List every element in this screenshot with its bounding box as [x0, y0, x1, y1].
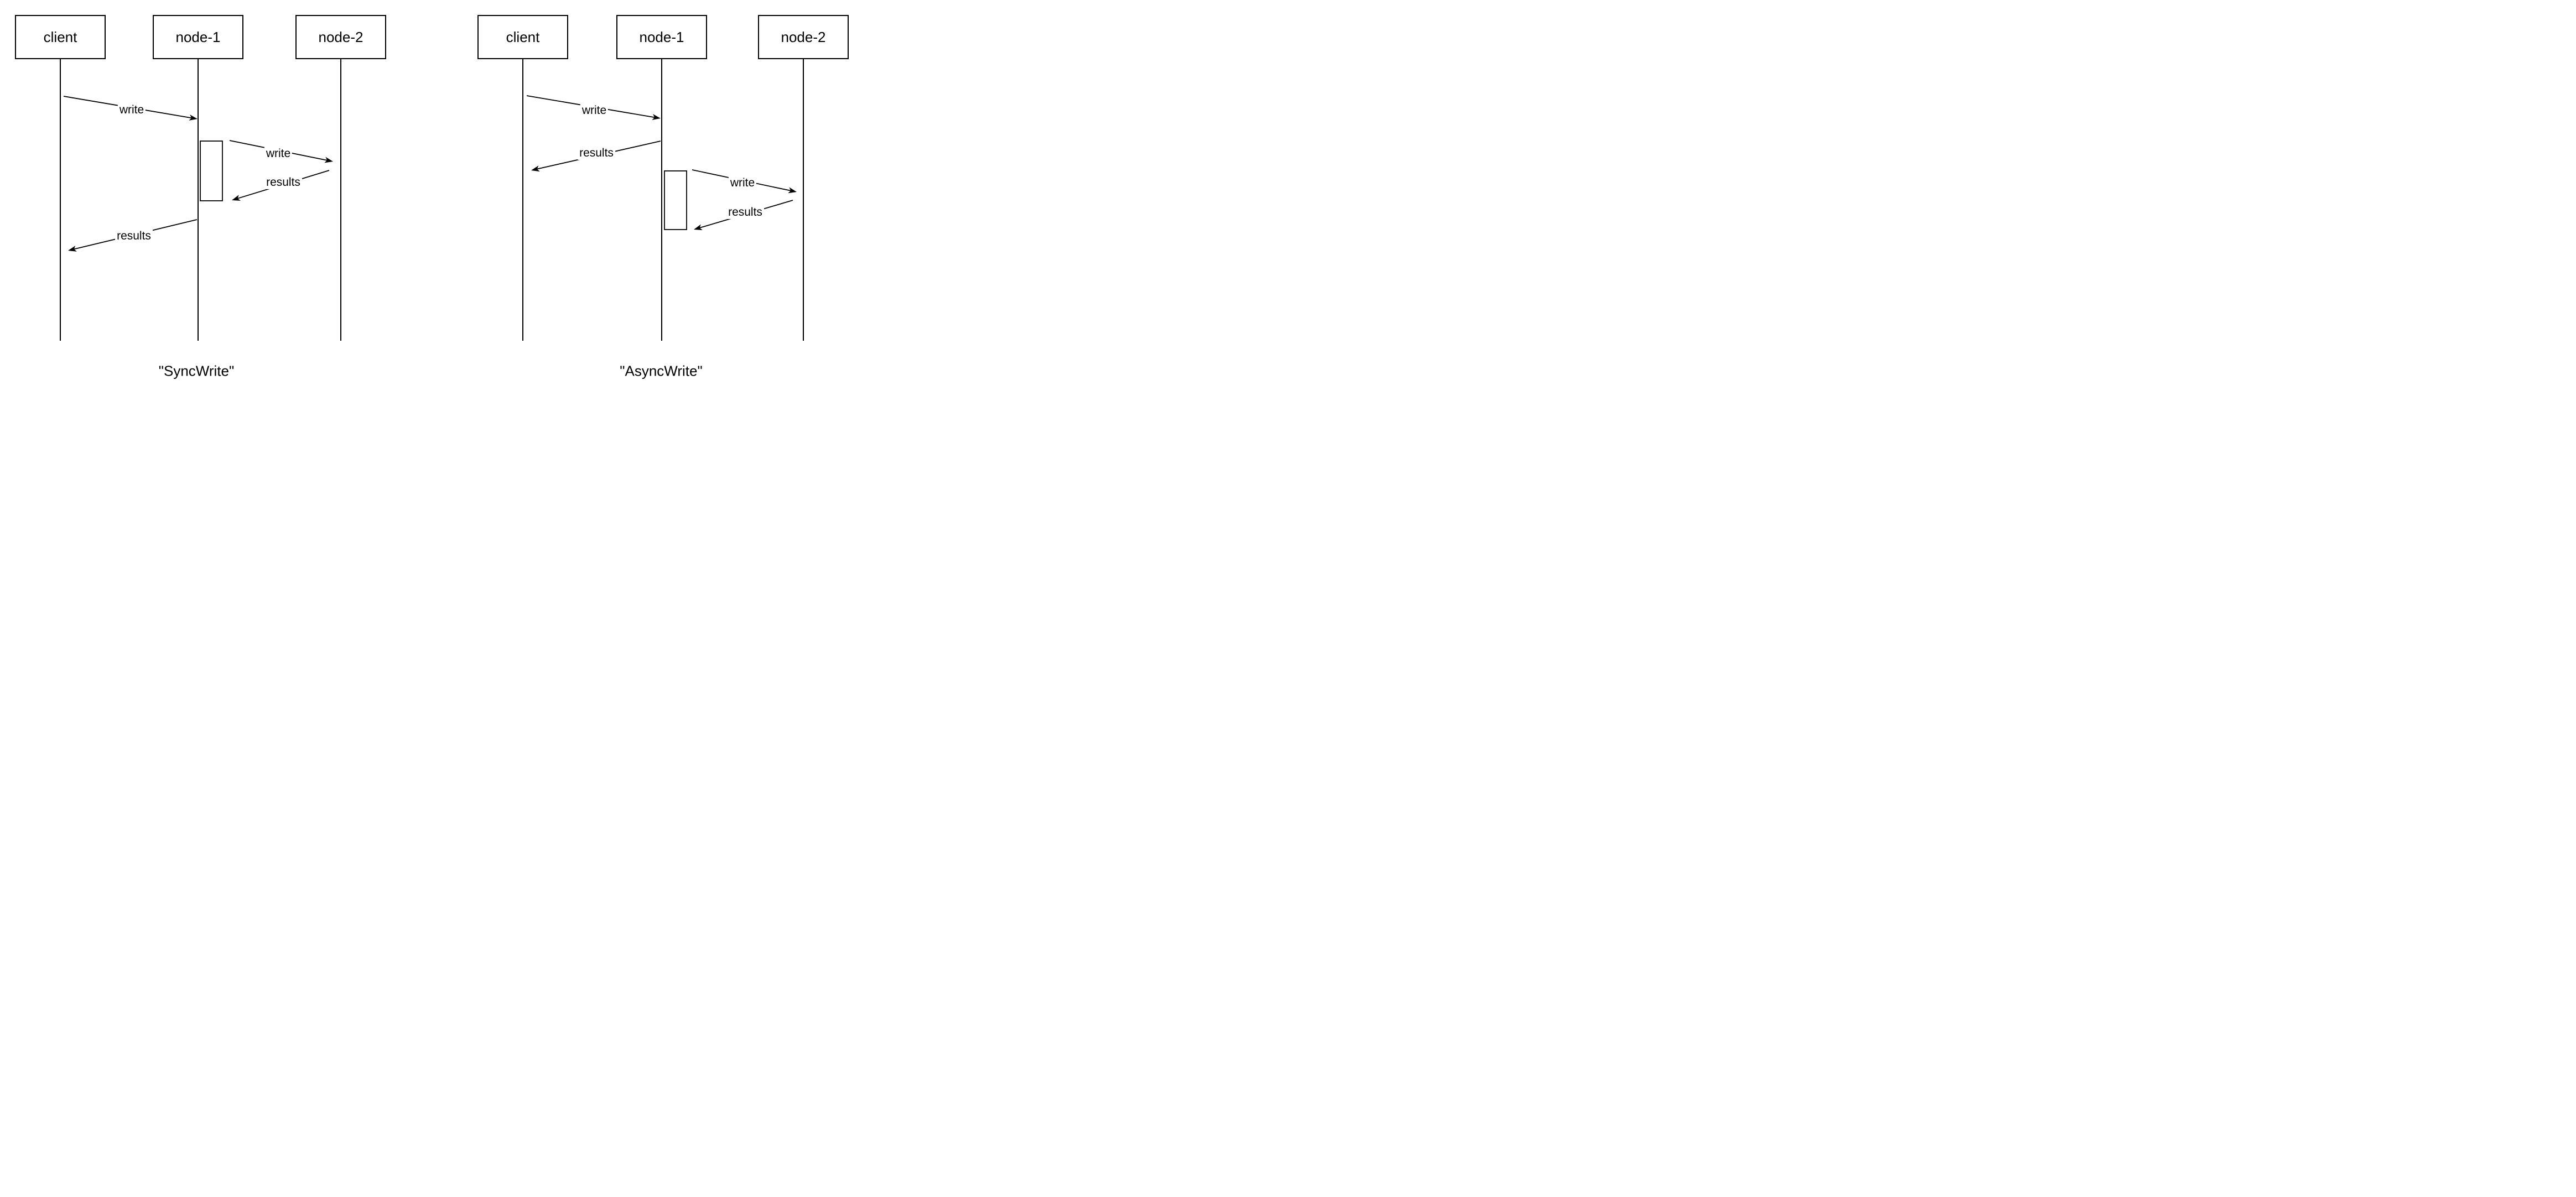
- sync-message-label-write-2: write: [264, 147, 293, 161]
- async-actor-box-client: client: [477, 15, 568, 59]
- arrowhead: [232, 195, 241, 201]
- async-write-caption: "AsyncWrite": [620, 362, 703, 379]
- async-actor-box-node-1: node-1: [616, 15, 707, 59]
- sync-actor-label-node-2: node-2: [318, 28, 363, 45]
- sync-actor-box-node-1: node-1: [153, 15, 243, 59]
- async-actor-label-node-2: node-2: [781, 28, 826, 45]
- arrowhead: [68, 246, 77, 252]
- sync-write-caption: "SyncWrite": [158, 362, 235, 379]
- async-message-label-write-2: write: [728, 176, 757, 190]
- sync-message-label-results-1: results: [264, 175, 302, 190]
- sync-actor-label-client: client: [43, 28, 77, 45]
- async-actor-label-node-1: node-1: [639, 28, 684, 45]
- arrowhead: [694, 224, 703, 230]
- sync-message-label-write-1: write: [117, 103, 146, 117]
- sync-actor-box-node-2: node-2: [295, 15, 386, 59]
- sync-actor-box-client: client: [15, 15, 106, 59]
- sync-actor-label-node-1: node-1: [175, 28, 221, 45]
- sync-message-label-results-2: results: [115, 229, 153, 243]
- activation-bar: [664, 170, 687, 230]
- async-actor-box-node-2: node-2: [758, 15, 849, 59]
- async-message-label-results-2: results: [726, 205, 764, 220]
- async-message-label-results-1: results: [578, 146, 615, 160]
- arrowhead: [531, 165, 540, 172]
- async-message-label-write-1: write: [580, 103, 609, 118]
- arrowhead: [189, 115, 198, 121]
- async-actor-label-client: client: [506, 28, 540, 45]
- diagram-canvas: client node-1 node-2 client node-1 node-…: [0, 0, 859, 399]
- activation-bar: [200, 140, 223, 201]
- connector-layer: [60, 59, 804, 341]
- arrowhead: [788, 187, 797, 194]
- arrowhead: [324, 157, 333, 163]
- arrowhead: [652, 114, 661, 120]
